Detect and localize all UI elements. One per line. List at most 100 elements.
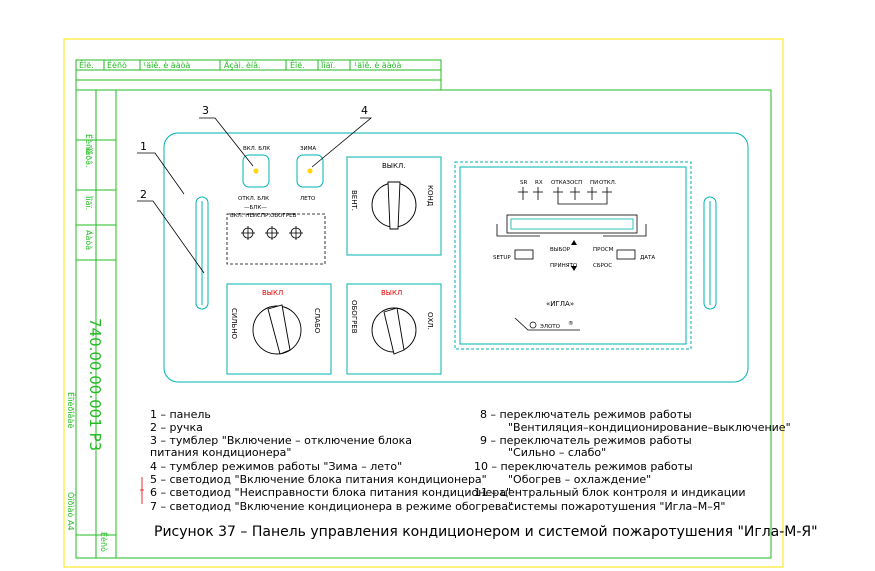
switch-power-top: ВЫКЛ <box>262 289 283 297</box>
legend-left-4: питания кондиционера" <box>150 446 291 459</box>
cu-btn-setup-label: SETUP <box>493 255 511 261</box>
cu-label-osp: ОСП <box>570 180 582 186</box>
cu-maker: ЭЛОТО <box>540 324 561 330</box>
cu-maker-swoosh <box>514 317 580 331</box>
side-cell-1: Ëèñò <box>84 134 94 154</box>
legend-left-3: 3 – тумблер "Включение – отключение блок… <box>150 434 412 447</box>
cu-label-fault: ОТКАЗ <box>551 180 570 186</box>
cu-btn-date[interactable] <box>616 249 636 260</box>
switch-vent-top: ВЫКЛ. <box>382 162 405 170</box>
toggle-season-bottom: ЛЕТО <box>300 196 316 202</box>
callout-2: 2 <box>140 188 147 201</box>
toggle-season[interactable] <box>296 154 324 188</box>
handle-right <box>703 196 717 310</box>
legend-left-7: 6 – светодиод "Неисправности блока питан… <box>150 486 511 499</box>
switch-heat-top: ВЫКЛ <box>381 289 402 297</box>
callout-1: 1 <box>140 140 147 153</box>
led-5 <box>241 226 255 240</box>
cu-arrow-up-icon <box>571 240 577 245</box>
cu-btn-setup[interactable] <box>514 249 534 260</box>
top-cell-5: Êîë. <box>290 59 305 70</box>
outer-frame <box>63 38 784 568</box>
control-unit-inner <box>459 166 687 345</box>
cu-btn-view-label: ПРОСМ <box>593 247 614 253</box>
switch-vent-right: КОНД <box>426 185 434 207</box>
side-cell-3: Ïîäï. <box>84 196 94 210</box>
cu-btn-select-label: ВЫБОР <box>550 247 571 253</box>
toggle-bk[interactable] <box>242 154 270 188</box>
cu-brand: «ИГЛА» <box>546 300 574 308</box>
legend-right-3: 9 – переключатель режимов работы <box>480 434 692 447</box>
side-cell-4: Äàòà <box>84 230 94 250</box>
toggle-season-top: ЗИМА <box>300 146 316 152</box>
callout-3: 3 <box>202 104 209 117</box>
legend-right-7: 11 – центральный блок контроля и индикац… <box>474 486 746 499</box>
panel-outline <box>163 132 749 383</box>
switch-vent-box <box>346 156 442 256</box>
cu-registered-icon: ® <box>568 320 574 327</box>
designation: 740.00.00.001 Р3 <box>86 318 104 451</box>
callouts <box>137 117 373 274</box>
figure-caption: Рисунок 37 – Панель управления кондицион… <box>154 524 818 540</box>
side-cell-2: Ïåðâ. <box>84 148 94 168</box>
top-cell-4: Äçàì. èíâ. <box>224 60 261 70</box>
panel <box>163 132 749 383</box>
switch-heat-knob[interactable] <box>371 307 417 355</box>
handle-left <box>195 196 209 310</box>
legend-right-6: "Обогрев – охлаждение" <box>508 473 651 486</box>
led-6 <box>265 226 279 240</box>
legend-left-2: 2 – ручка <box>150 421 203 434</box>
format-label: Ôîðìàò A4 <box>66 492 77 531</box>
switch-heat-box <box>346 283 442 375</box>
led-group-label1: —БЛК— <box>244 205 267 211</box>
cu-arrow-down-icon <box>571 266 577 271</box>
switch-power-box <box>226 283 332 375</box>
legend-right-5: 10 – переключатель режимов работы <box>474 460 693 473</box>
switch-power-right: СЛАБО <box>313 308 321 334</box>
led-7 <box>289 226 303 240</box>
top-cell-3: ¹äîê. è äàòà <box>143 60 191 70</box>
top-cell-2: Ëèñò <box>107 60 127 70</box>
toggle-season-led <box>307 168 313 174</box>
control-unit-outer <box>454 161 692 350</box>
cu-label-pi: ПИ <box>590 180 598 186</box>
top-cell-7: ¹äîê. è äàòà <box>354 60 402 70</box>
legend-left: 1 – панель 2 – ручка 3 – тумблер "Включе… <box>150 408 513 513</box>
cu-btn-accept-label: ПРИНЯТО <box>550 263 578 269</box>
toggle-bk-label: ВКЛ. БЛК <box>243 146 270 152</box>
cu-btn-reset-label: СБРОС <box>593 263 612 269</box>
cu-label-sr: SR <box>520 180 527 186</box>
switch-power-left: СИЛЬНО <box>230 308 238 339</box>
top-cell-6: Ïîäï. <box>321 60 335 70</box>
toggle-bk-led <box>253 168 259 174</box>
cu-display <box>506 214 638 234</box>
red-edit-marks <box>140 477 144 504</box>
legend-left-5: 4 – тумблер режимов работы "Зима – лето" <box>150 460 402 473</box>
cu-leds <box>496 187 647 260</box>
led-group-label2: ВКЛ. НЕИСПР.ОБОГРЕВ <box>230 213 297 219</box>
legend-right-8: системы пожаротушения "Игла–М–Я" <box>508 500 725 513</box>
legend-right-1: 8 – переключатель режимов работы <box>480 408 692 421</box>
switch-vent-knob[interactable] <box>371 181 417 230</box>
cu-maker-logo-icon <box>529 321 537 329</box>
legend-right-2: "Вентиляция–кондиционирование–выключение… <box>508 421 791 434</box>
copied-label: Êîïèðîâàë <box>66 392 77 428</box>
cu-label-rx: RX <box>535 180 543 186</box>
legend-left-6: 5 – светодиод "Включение блока питания к… <box>150 473 487 486</box>
switch-power-knob[interactable] <box>252 304 302 355</box>
sheet-cell: Ëèñò <box>99 532 109 552</box>
cu-btn-date-label: ДАТА <box>640 255 655 261</box>
legend-left-1: 1 – панель <box>150 408 211 421</box>
control-unit: SR RX ОТКАЗ ОСП ПИ ОТКЛ. SETUP ВЫБОР ПРО… <box>493 180 655 331</box>
top-cell-1: Êîë. <box>79 59 94 70</box>
title-frame <box>75 59 772 559</box>
switch-heat-right: ОХЛ. <box>426 312 434 330</box>
cu-label-off: ОТКЛ. <box>599 180 617 186</box>
toggle-bk-bottom-label: ОТКЛ. БЛК <box>238 196 269 202</box>
switch-heat-left: ОБОГРЕВ <box>350 300 358 334</box>
led-group-box <box>226 213 326 265</box>
switch-vent-left: ВЕНТ. <box>350 190 358 211</box>
callout-4: 4 <box>361 104 368 117</box>
legend-right-4: "Сильно – слабо" <box>508 446 606 459</box>
legend-right: 8 – переключатель режимов работы "Вентил… <box>474 408 791 513</box>
